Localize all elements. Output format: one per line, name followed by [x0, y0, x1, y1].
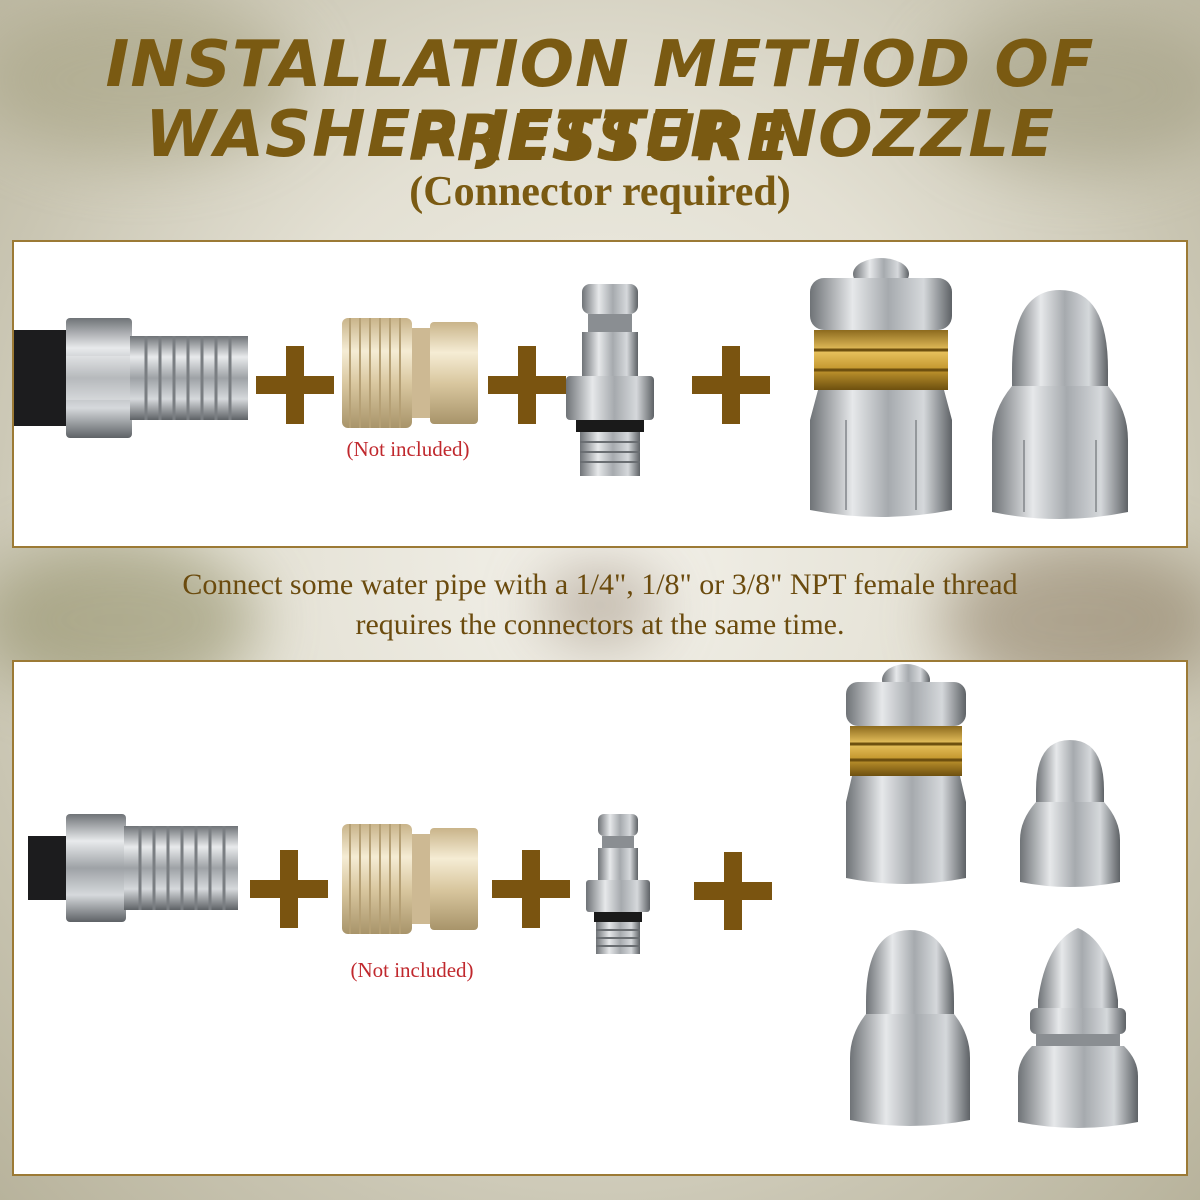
bullet-nozzle-icon — [1018, 928, 1138, 1128]
plus-icon — [492, 850, 570, 928]
hose-fitting-icon — [28, 814, 238, 922]
bullet-nozzle-icon — [850, 930, 970, 1126]
page-title-line2: WASHER JETTER NOZZLE — [145, 98, 1055, 172]
plug-adapter-icon — [566, 284, 654, 476]
hose-fitting-icon — [14, 318, 248, 438]
quick-coupler-icon — [342, 318, 478, 428]
plug-adapter-icon — [586, 814, 650, 954]
caption-line2: requires the connectors at the same time… — [355, 608, 845, 641]
rotating-nozzle-icon — [846, 664, 966, 884]
plus-icon — [488, 346, 566, 424]
plus-icon — [692, 346, 770, 424]
page-subtitle: (Connector required) — [409, 169, 791, 215]
plus-icon — [256, 346, 334, 424]
plus-icon — [250, 850, 328, 928]
not-included-label: (Not included) — [350, 958, 474, 982]
caption-line1: Connect some water pipe with a 1/4", 1/8… — [182, 568, 1018, 601]
quick-coupler-icon — [342, 824, 478, 934]
button-nozzle-icon — [992, 290, 1128, 519]
page-title-line1: INSTALLATION METHOD OF PRESSURE — [105, 28, 1095, 176]
plus-icon — [694, 852, 772, 930]
button-nozzle-icon — [1020, 740, 1120, 887]
not-included-label: (Not included) — [346, 437, 470, 461]
rotating-nozzle-icon — [810, 258, 952, 517]
